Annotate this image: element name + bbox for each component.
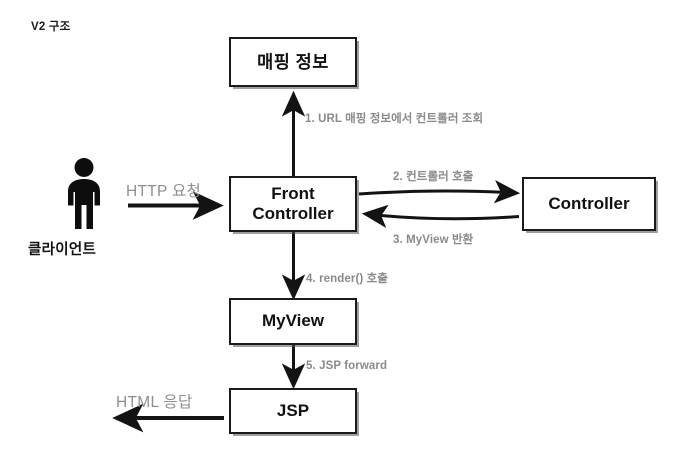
node-jsp[interactable]: JSP xyxy=(229,388,357,434)
edge-label-step-1: 1. URL 매핑 정보에서 컨트롤러 조회 xyxy=(305,113,484,125)
node-mapping-label: 매핑 정보 xyxy=(257,51,329,72)
edge-label-step-2: 2. 컨트롤러 호출 xyxy=(393,171,474,183)
flow-label-http-request: HTTP 요청 xyxy=(126,183,202,200)
node-myview-label: MyView xyxy=(261,311,325,331)
node-jsp-label: JSP xyxy=(276,400,310,420)
node-controller[interactable]: Controller xyxy=(522,177,656,231)
node-controller-label: Controller xyxy=(548,193,630,213)
flow-label-html-response: HTML 응답 xyxy=(116,394,193,411)
node-mapping[interactable]: 매핑 정보 xyxy=(229,37,357,87)
person-figure-icon xyxy=(68,158,100,229)
edge-label-step-4: 4. render() 호출 xyxy=(306,273,388,285)
edge-label-step-3: 3. MyView 반환 xyxy=(393,234,474,246)
node-myview[interactable]: MyView xyxy=(229,298,357,345)
node-front-controller-label: Front Controller xyxy=(252,183,334,223)
node-front-controller[interactable]: Front Controller xyxy=(229,176,357,232)
edge-controller-to-front-controller xyxy=(361,204,520,228)
edge-front-controller-to-controller xyxy=(358,180,521,204)
edge-label-step-5: 5. JSP forward xyxy=(306,360,388,372)
page-title: V2 구조 xyxy=(31,21,71,33)
actor-caption: 클라이언트 xyxy=(28,242,97,258)
